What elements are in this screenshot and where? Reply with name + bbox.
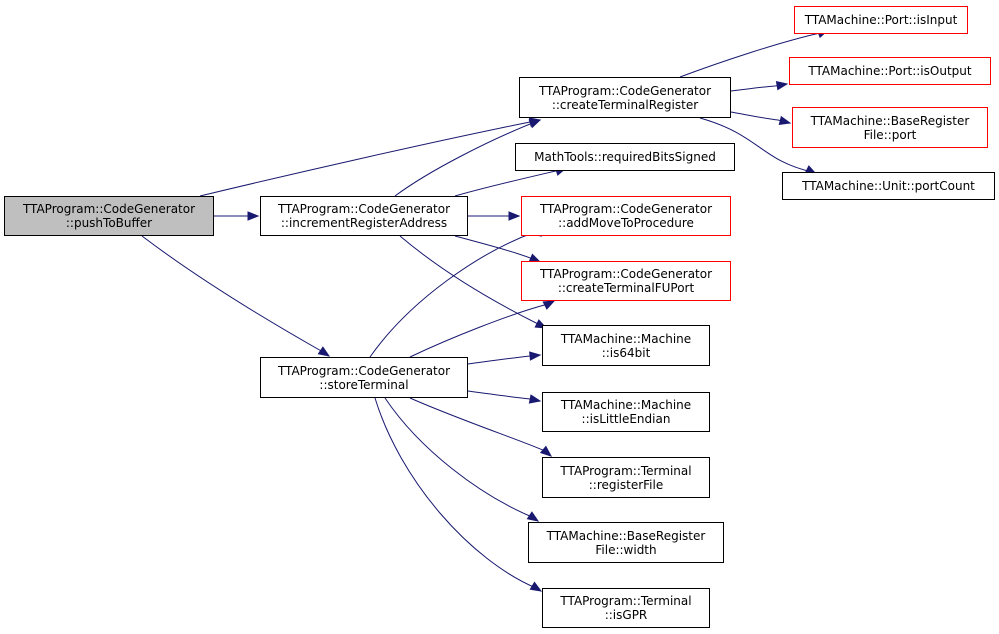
node-push-to-buffer[interactable]: TTAProgram::CodeGenerator ::pushToBuffer [4,196,214,236]
edge-store-to-brf-width-arrowhead [526,511,540,522]
node-label-line2: File::width [595,542,657,557]
edge-create-reg-to-is-input-line [679,29,829,78]
edge-store-to-register-file [409,397,553,457]
node-base-register-file-port[interactable]: TTAMachine::BaseRegister File::port [792,107,988,148]
node-label-line1: TTAProgram::CodeGenerator [539,267,713,281]
edge-store-to-is64bit-line [467,354,541,365]
node-store-terminal[interactable]: TTAProgram::CodeGenerator ::storeTermina… [260,357,468,398]
node-register-file[interactable]: TTAProgram::Terminal ::registerFile [542,457,710,498]
edge-push-to-increment [214,211,260,221]
edge-store-to-brf-width-line [384,397,539,522]
node-label-line1: TTAMachine::BaseRegister [810,113,970,128]
node-label-line1: MathTools::requiredBitsSigned [534,150,716,164]
node-base-register-file-width[interactable]: TTAMachine::BaseRegister File::width [528,522,724,563]
edge-store-to-is-gpr-line [374,397,542,592]
node-label-line2: ::registerFile [588,477,664,492]
node-label-line1: TTAMachine::Machine [560,331,692,346]
node-label-line1: TTAProgram::CodeGenerator [538,83,712,98]
edge-incr-to-required-bits [454,166,568,197]
edge-create-reg-to-brf-port-line [730,111,791,124]
node-unit-port-count[interactable]: TTAMachine::Unit::portCount [782,172,995,200]
edge-store-to-add-move [369,226,543,358]
node-label-line2: ::pushToBuffer [65,216,153,230]
edge-store-to-is-gpr-arrowhead [529,581,543,592]
node-create-terminal-register[interactable]: TTAProgram::CodeGenerator ::createTermin… [519,77,731,118]
edge-incr-to-create-register-line [394,119,541,197]
edge-store-to-create-fu [409,300,556,358]
edge-store-to-little-endian [467,390,542,404]
node-label-line1: TTAMachine::BaseRegister [546,528,706,543]
edge-store-to-is64bit [467,351,542,365]
edge-store-to-little-endian-line [467,390,541,402]
node-label-line1: TTAProgram::Terminal [560,594,692,608]
node-add-move-to-procedure[interactable]: TTAProgram::CodeGenerator ::addMoveToPro… [521,196,731,236]
node-label-line2: ::isLittleEndian [581,412,671,426]
edge-store-to-is-gpr [374,397,543,592]
edge-store-to-little-endian-arrowhead [528,394,542,404]
node-create-terminal-fu-port[interactable]: TTAProgram::CodeGenerator ::createTermin… [521,261,731,301]
node-label-line2: ::isGPR [604,608,648,622]
edge-store-to-add-move-line [369,231,542,358]
edge-store-to-create-fu-arrowhead [542,300,556,310]
node-label-line1: TTAMachine::Port::isInput [804,13,958,27]
edge-push-to-store-line [141,235,330,357]
node-label-line1: TTAProgram::CodeGenerator [539,202,713,216]
node-label-line2: ::addMoveToProcedure [558,216,694,230]
edge-store-to-register-file-line [409,397,552,457]
node-port-is-output[interactable]: TTAMachine::Port::isOutput [789,57,991,85]
node-label-line1: TTAProgram::CodeGenerator [22,202,196,216]
edge-create-reg-to-is-output-arrowhead [775,81,789,91]
edge-store-to-brf-width [384,397,540,522]
edge-create-reg-to-port-count-line [699,117,817,175]
node-label-line1: TTAProgram::CodeGenerator [277,202,451,216]
edge-store-to-is64bit-arrowhead [529,351,542,361]
node-label-line2: ::storeTerminal [319,377,409,392]
edge-incr-to-create-register-arrowhead [528,119,542,129]
edge-create-reg-to-brf-port [730,111,792,126]
node-is64bit[interactable]: TTAMachine::Machine ::is64bit [542,325,710,366]
edge-create-reg-to-is-output-line [730,83,788,92]
node-port-is-input[interactable]: TTAMachine::Port::isInput [794,6,968,34]
node-increment-register-address[interactable]: TTAProgram::CodeGenerator ::incrementReg… [260,196,468,236]
edge-store-to-create-fu-line [409,300,555,358]
edge-push-to-store [141,235,331,357]
edge-push-to-create-register [199,117,542,197]
edge-push-to-increment-arrowhead [247,211,260,221]
edge-incr-to-add-move [468,211,521,221]
node-label-line1: TTAMachine::Machine [560,398,692,412]
node-label-line1: TTAProgram::Terminal [560,463,692,478]
edge-create-reg-to-brf-port-arrowhead [778,115,792,126]
node-is-gpr[interactable]: TTAProgram::Terminal ::isGPR [542,588,710,628]
edge-push-to-create-register-line [199,119,541,197]
edge-create-reg-to-is-output [730,81,789,92]
edge-incr-to-create-register [394,119,542,197]
node-label-line2: ::createTerminalRegister [551,97,699,112]
edge-incr-to-required-bits-line [454,167,567,197]
edge-push-to-store-arrowhead [317,346,331,357]
node-label-line1: TTAMachine::Port::isOutput [808,64,972,78]
edge-incr-to-is64bit-line [399,235,547,329]
edge-store-to-register-file-arrowhead [539,445,553,457]
node-label-line2: ::is64bit [601,345,651,360]
node-label-line2: File::port [863,127,917,142]
node-label-line2: ::incrementRegisterAddress [280,216,448,230]
node-label-line2: ::createTerminalFUPort [557,281,695,295]
node-required-bits-signed[interactable]: MathTools::requiredBitsSigned [515,143,735,171]
node-label-line1: TTAProgram::CodeGenerator [277,363,451,378]
node-label-line1: TTAMachine::Unit::portCount [802,179,975,193]
node-is-little-endian[interactable]: TTAMachine::Machine ::isLittleEndian [542,392,710,432]
edge-incr-to-add-move-arrowhead [508,211,521,221]
